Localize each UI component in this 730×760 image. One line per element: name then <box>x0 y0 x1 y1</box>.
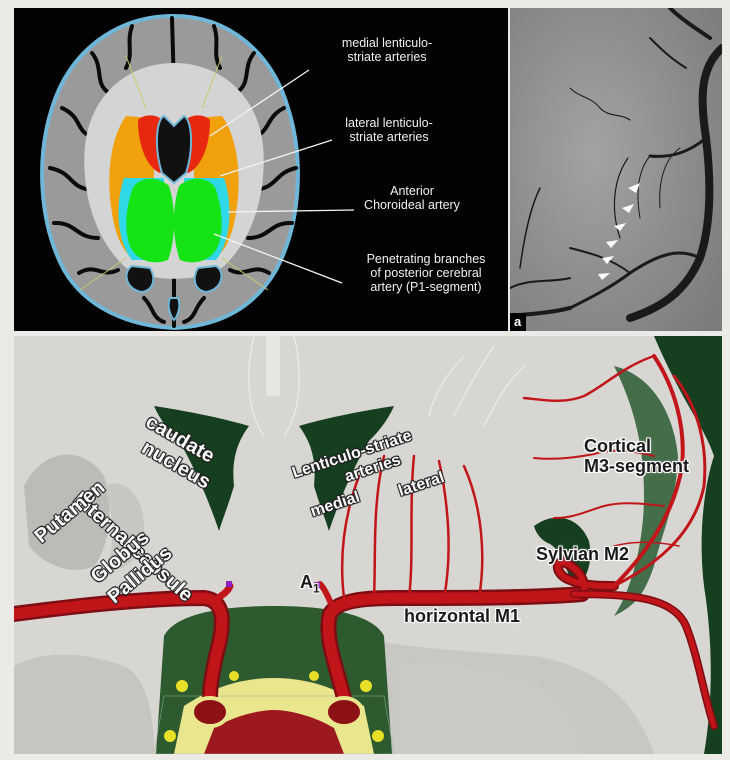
label-horizontal-m1: horizontal M1 <box>404 606 520 627</box>
angiogram-svg <box>510 8 722 331</box>
label-medial-lenticulostriate: medial lenticulo- striate arteries <box>312 36 462 64</box>
region-green-right <box>174 179 222 263</box>
left-ica-cross <box>192 698 228 726</box>
region-green-left <box>126 179 174 263</box>
label-sylvian-m2: Sylvian M2 <box>536 544 629 565</box>
coronal-brain-diagram: caudate nucleus Internal capsule Putamen… <box>14 336 722 754</box>
label-m3-segment: M3-segment <box>584 456 689 477</box>
label-a1: A1 <box>300 572 320 596</box>
label-cortical: Cortical <box>584 436 651 457</box>
axial-brain-diagram: medial lenticulo- striate arteries later… <box>14 8 508 331</box>
label-anterior-choroideal: Anterior Choroideal artery <box>332 184 492 212</box>
label-penetrating-branches: Penetrating branches of posterior cerebr… <box>346 252 506 294</box>
label-a1-letter: A <box>300 572 313 592</box>
label-a1-sub: 1 <box>313 582 320 596</box>
septum <box>266 336 280 396</box>
label-lateral-lenticulostriate: lateral lenticulo- striate arteries <box>314 116 464 144</box>
right-ica-cross <box>326 698 362 726</box>
angiogram-image: a <box>510 8 722 331</box>
panel-letter: a <box>514 314 521 329</box>
